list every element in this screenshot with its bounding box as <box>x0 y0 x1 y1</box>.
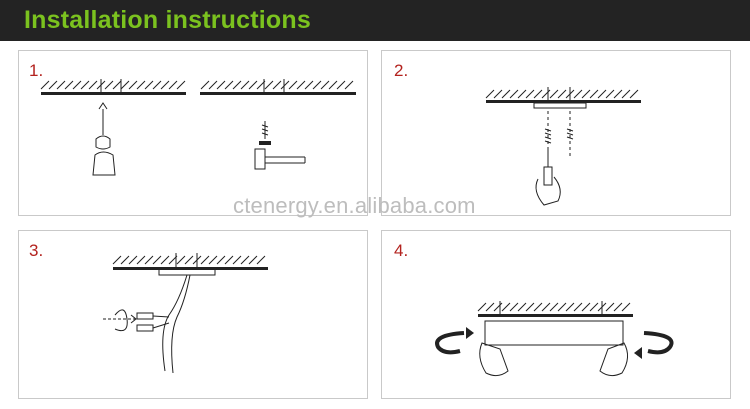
step-1-illustration <box>40 79 356 176</box>
header-bar: Installation instructions <box>0 0 750 41</box>
step-panel-4: 4. <box>381 230 731 399</box>
step-number-3: 3. <box>29 241 44 260</box>
step-2-illustration <box>485 87 641 206</box>
step-number-2: 2. <box>394 61 409 80</box>
watermark-text: ctenergy.en.alibaba.com <box>233 193 476 218</box>
step-panel-1: 1. <box>18 50 368 216</box>
step-panel-3: 3. <box>18 230 368 399</box>
step-panel-2: 2. <box>381 50 731 216</box>
step-number-4: 4. <box>394 241 409 260</box>
page-title: Installation instructions <box>24 6 311 34</box>
step-3-illustration <box>103 253 268 374</box>
step-4-illustration <box>435 301 674 377</box>
step-number-1: 1. <box>29 61 44 80</box>
